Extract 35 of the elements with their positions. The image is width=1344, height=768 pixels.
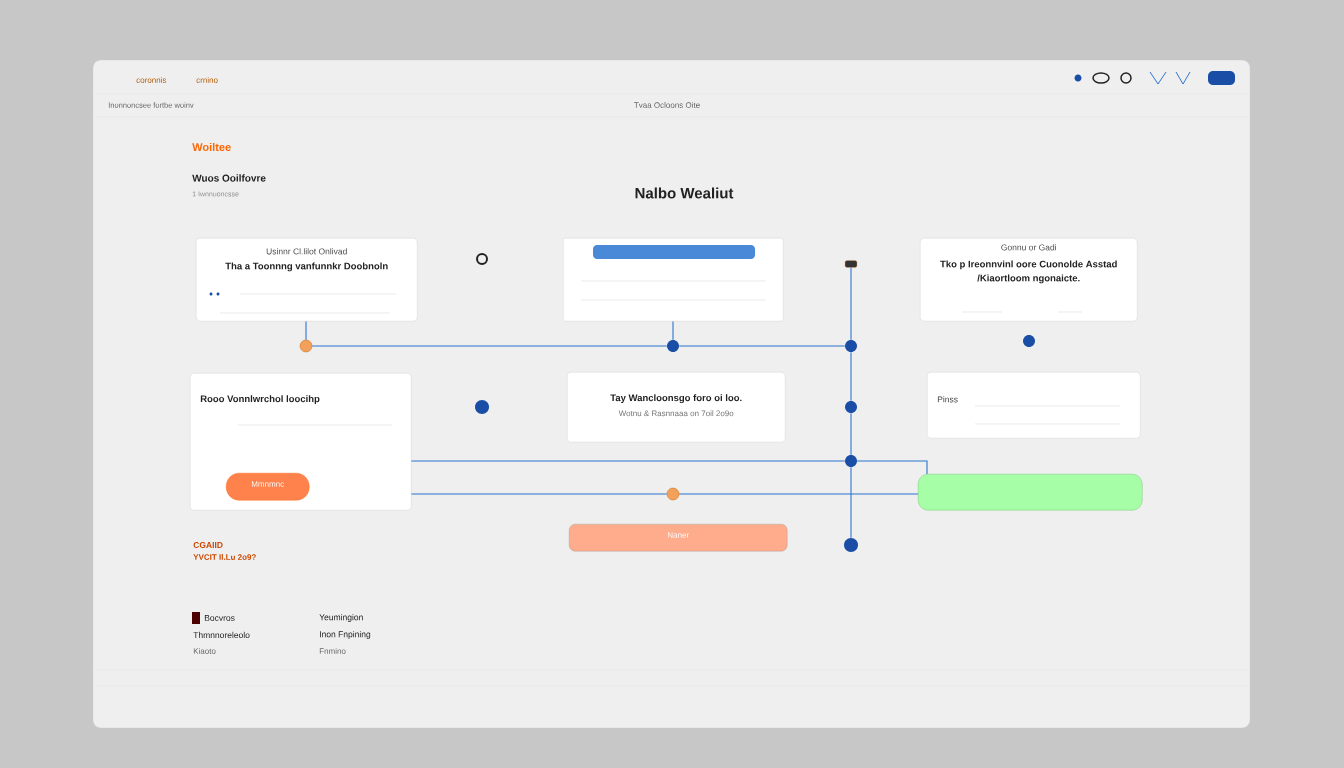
section-heading: Wuos Ooilfovre [192, 174, 266, 182]
connector-line [850, 351, 852, 402]
connector-line [410, 460, 846, 462]
pin-marker [844, 260, 858, 268]
footer-text: Fnmino [319, 648, 346, 654]
note-text: CGAIID [193, 542, 223, 548]
connector-line [311, 345, 668, 347]
card: Usinnr Cl.lilot Onlivad Tha a Toonnng vanfunnkr Doobnoln [196, 238, 418, 322]
connector-line [850, 267, 852, 341]
connector-line [856, 460, 928, 475]
card: Pinss [927, 372, 1141, 439]
connector-line [678, 345, 846, 347]
title: Nalbo Wealiut [635, 187, 734, 199]
page-heading: Tvaa Ocloons Oite [634, 102, 700, 108]
nav-link: coronnis [136, 77, 167, 83]
section-label: Woiltee [192, 142, 231, 152]
nav-link: crnino [196, 77, 218, 83]
footer-text: Thmnnoreleolo [193, 631, 250, 639]
footer-text: Bocvros [204, 615, 235, 621]
connector-line [850, 466, 852, 539]
connector-line [305, 320, 307, 341]
button: Mmnmnc [226, 473, 310, 501]
button: Naner [569, 524, 788, 552]
junction-dot [844, 538, 858, 552]
card: Tay Wancloonsgo foro oi loo. Wotnu & Rasnnaaa on 7oil 2o9o [567, 372, 786, 443]
connector-line [672, 320, 674, 341]
footer-text: Yeumingion [319, 614, 363, 622]
card: Gonnu or Gadi Tko p Ireonnvinl oore Cuonolde Asstad /Kiaortloom ngonaicte. [920, 238, 1138, 322]
connector-line [678, 493, 919, 495]
connector-line [410, 493, 668, 495]
footer-text: Inon Fnpining [320, 631, 371, 639]
note-text: YVCIT Il.Lu 2o9? [193, 554, 256, 560]
connector-line [850, 412, 852, 456]
footer-text: Kiaoto [193, 648, 216, 654]
progress-bar [918, 474, 1143, 511]
